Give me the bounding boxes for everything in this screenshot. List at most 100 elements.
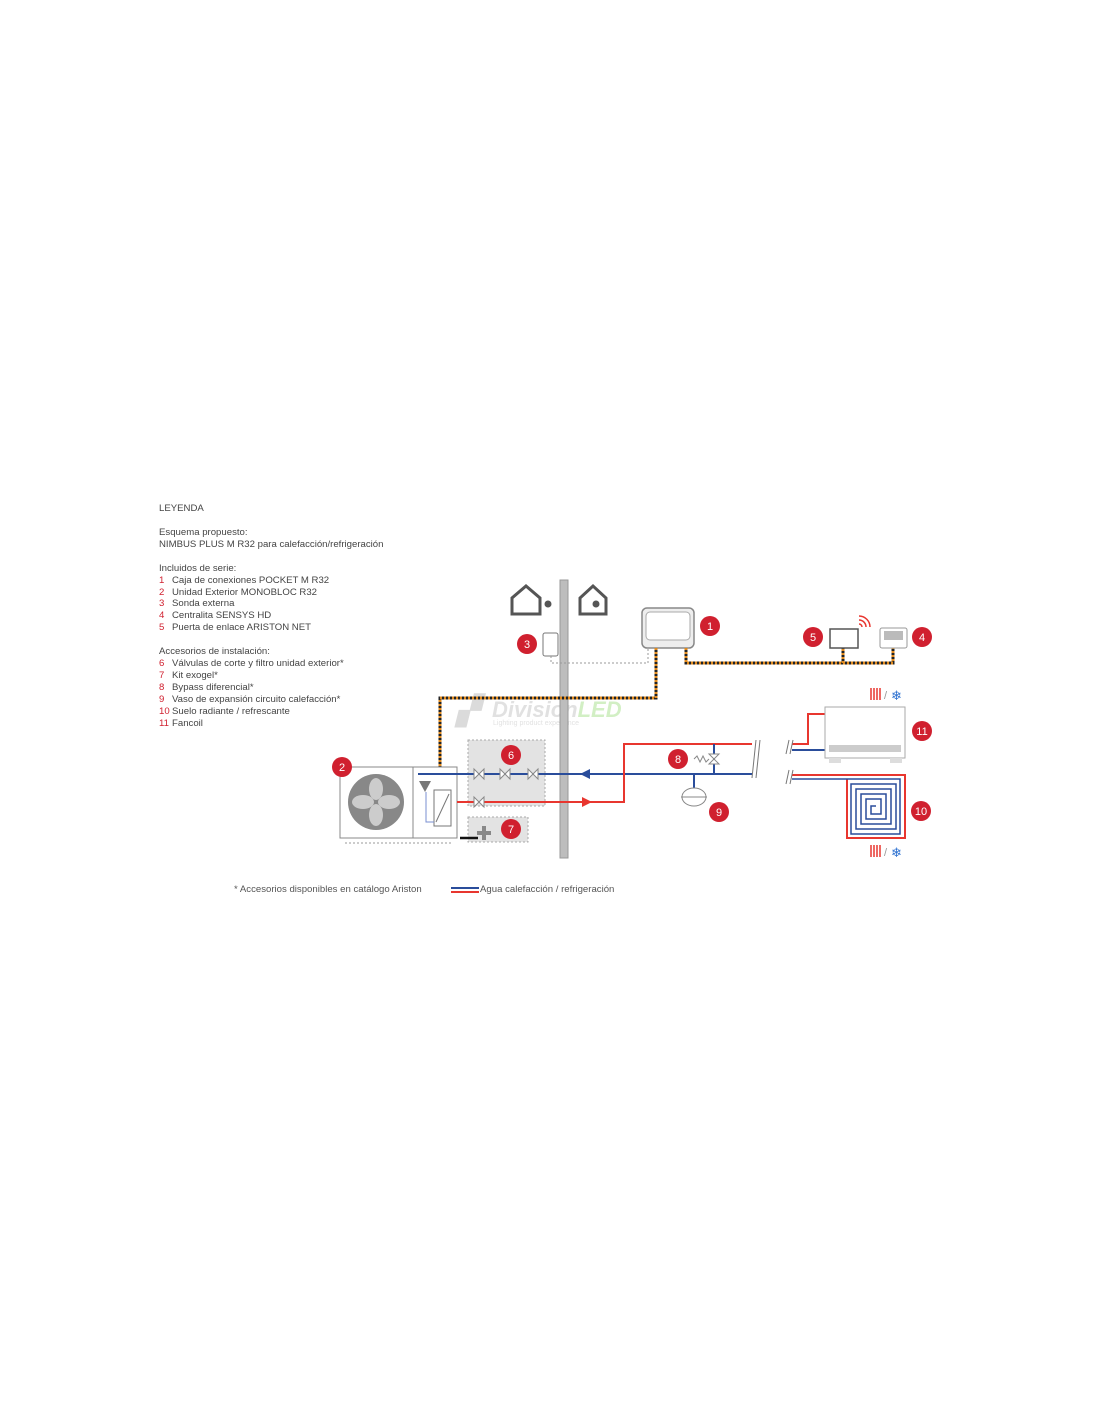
legend-item-label: Vaso de expansión circuito calefacción* [172, 693, 341, 705]
badge-circle [912, 627, 932, 647]
legend-item-label: Caja de conexiones POCKET M R32 [172, 574, 330, 586]
badge-number: 1 [707, 621, 713, 633]
badge-circle [911, 801, 931, 821]
svg-text:Lighting product experience: Lighting product experience [493, 720, 579, 727]
outdoor-dot-icon [544, 600, 552, 608]
bypass-valve-icon [693, 753, 721, 765]
indoor-house-icon [578, 583, 608, 616]
heat-cool-icon: /❄ [870, 845, 902, 860]
wifi-icon [858, 615, 871, 628]
callout-badge-6: 6 [501, 745, 521, 765]
badge-circle [709, 802, 729, 822]
badge-number: 3 [524, 639, 530, 651]
flow-arrow-icon [582, 797, 592, 807]
return-arrow-icon [580, 769, 590, 779]
controller-display [884, 631, 903, 640]
callout-badge-10: 10 [911, 801, 931, 821]
badge-circle [803, 627, 823, 647]
callout-badge-4: 4 [912, 627, 932, 647]
badge-number: 10 [915, 806, 927, 818]
outdoor-unit [339, 766, 458, 844]
legend-item-label: Suelo radiante / refrescante [172, 705, 290, 717]
legend-item-number: 3 [159, 598, 165, 610]
legend-item-label: Bypass diferencial* [172, 681, 254, 693]
legend-item: 9 Vaso de expansión circuito calefacción* [159, 694, 383, 706]
badge-circle [332, 757, 352, 777]
badge-number: 9 [716, 807, 722, 819]
legend: LEYENDA Esquema propuesto: NIMBUS PLUS M… [159, 503, 383, 730]
heat-cool-icon: /❄ [870, 688, 902, 703]
legend-item-label: Unidad Exterior MONOBLOC R32 [172, 586, 318, 598]
svg-text:❄: ❄ [891, 688, 902, 703]
included-label: Incluidos de serie: [159, 562, 237, 574]
badge-circle [912, 721, 932, 741]
legend-item-number: 6 [159, 658, 165, 670]
legend-item: 8 Bypass diferencial* [159, 682, 383, 694]
scheme-label: Esquema propuesto: [159, 526, 248, 538]
scheme-name: NIMBUS PLUS M R32 para calefacción/refri… [159, 538, 384, 550]
legend-item: 3 Sonda externa [159, 598, 383, 610]
badge-circle [700, 616, 720, 636]
svg-text:/: / [884, 847, 888, 859]
legend-item-number: 7 [159, 669, 165, 681]
badge-number: 4 [919, 632, 925, 644]
legend-item-label: Fancoil [172, 717, 203, 729]
legend-item: 5 Puerta de enlace ARISTON NET [159, 622, 383, 634]
legend-item-label: Válvulas de corte y filtro unidad exteri… [172, 658, 344, 670]
callout-badge-3: 3 [517, 634, 537, 654]
badge-number: 2 [339, 762, 345, 774]
wall [559, 579, 569, 859]
legend-item: 2 Unidad Exterior MONOBLOC R32 [159, 587, 383, 599]
legend-item: 6 Válvulas de corte y filtro unidad exter… [159, 658, 383, 670]
legend-item-label: Puerta de enlace ARISTON NET [172, 622, 311, 634]
pipe-break-marks [751, 739, 794, 785]
legend-item-label: Centralita SENSYS HD [172, 610, 272, 622]
badge-circle [501, 745, 521, 765]
callout-badge-9: 9 [709, 802, 729, 822]
callout-badge-11: 11 [912, 721, 932, 741]
legend-item-label: Kit exogel* [172, 669, 218, 681]
legend-item-label: Sonda externa [172, 598, 235, 610]
badge-circle [517, 634, 537, 654]
legend-item-number: 8 [159, 681, 165, 693]
water-legend-icon [451, 887, 479, 893]
badge-circle [668, 749, 688, 769]
accessories-label: Accesorios de instalación: [159, 646, 270, 658]
legend-item-number: 10 [159, 705, 170, 717]
badge-number: 5 [810, 632, 816, 644]
ariston-net-gateway [829, 628, 859, 649]
box-screen [645, 611, 691, 641]
svg-text:DivisionLED: DivisionLED [492, 697, 622, 722]
indoor-dot-icon [592, 600, 600, 608]
callout-badge-2: 2 [332, 757, 352, 777]
fancoil-unit [824, 706, 906, 763]
badge-circle [501, 819, 521, 839]
svg-text:/: / [884, 690, 888, 702]
legend-item-number: 11 [159, 717, 169, 729]
water-legend: Agua calefacción / refrigeración [480, 884, 615, 895]
legend-item-number: 9 [159, 693, 165, 705]
valve-icons [473, 767, 539, 840]
fan-icon [348, 774, 404, 830]
callout-badge-5: 5 [803, 627, 823, 647]
svg-text:❄: ❄ [891, 845, 902, 860]
callout-badge-7: 7 [501, 819, 521, 839]
legend-item-number: 4 [159, 610, 165, 622]
legend-title: LEYENDA [159, 503, 204, 514]
external-sensor [542, 632, 559, 657]
callout-badge-8: 8 [668, 749, 688, 769]
footer-note: * Accesorios disponibles en catálogo Ari… [234, 884, 422, 895]
legend-item: 7 Kit exogel* [159, 670, 383, 682]
outdoor-house-icon [510, 584, 542, 616]
bus-cable [438, 648, 895, 767]
badge-number: 6 [508, 750, 514, 762]
legend-item-number: 2 [159, 586, 165, 598]
callout-badge-1: 1 [700, 616, 720, 636]
legend-item-number: 5 [159, 622, 165, 634]
badge-number: 11 [916, 726, 927, 738]
badge-number: 7 [508, 824, 514, 836]
